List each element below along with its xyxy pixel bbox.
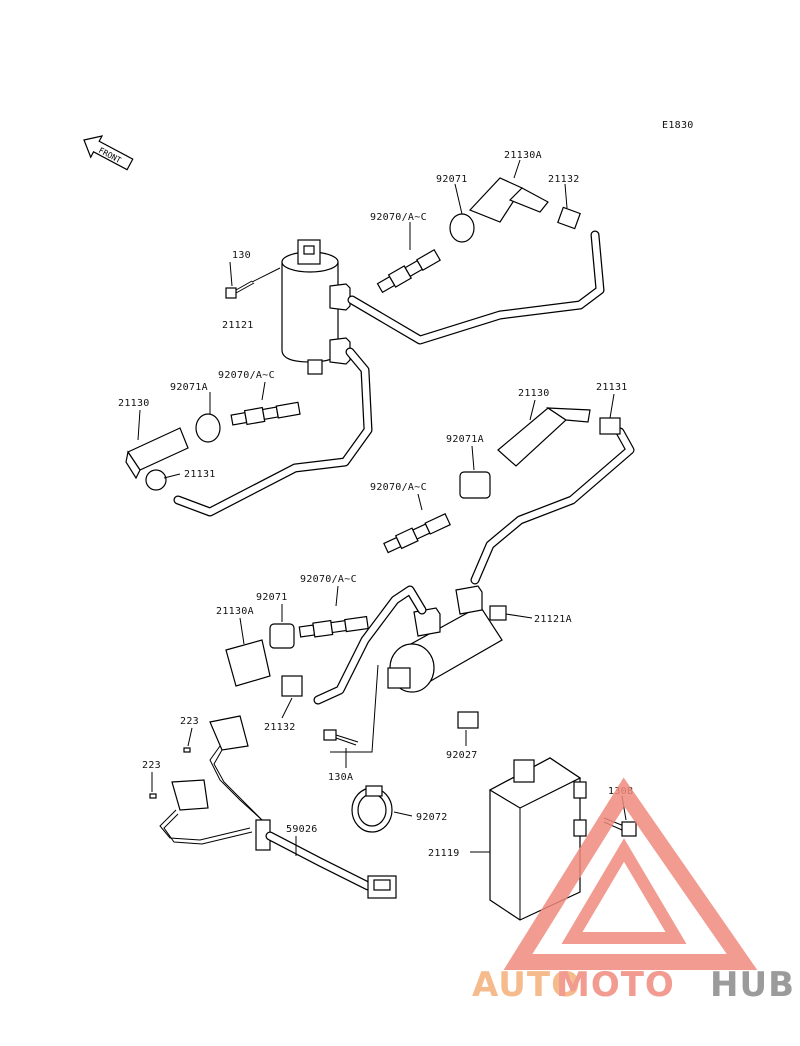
cap-92071A-right [459, 471, 491, 499]
igniter-21119 [488, 757, 587, 921]
cap-92071-mid [269, 623, 295, 649]
cover-21132-mid [281, 675, 303, 697]
label-92070-right: 92070/A~C [370, 482, 427, 493]
label-92070-top: 92070/A~C [370, 212, 427, 223]
cover-21132-top [557, 206, 581, 230]
label-92072: 92072 [416, 812, 448, 823]
label-92071-top: 92071 [436, 174, 468, 185]
label-92070-mid: 92070/A~C [300, 574, 357, 585]
clamp-92072 [351, 785, 393, 833]
label-21130A-top: 21130A [504, 150, 542, 161]
spark-plug-mid [298, 615, 369, 638]
label-21132-mid: 21132 [264, 722, 296, 733]
bolt-130 [225, 280, 255, 299]
pickup-coil [149, 715, 249, 811]
label-21132-top: 21132 [548, 174, 580, 185]
cover-21131-left [145, 469, 167, 491]
leader-lines [137, 159, 627, 856]
cover-21131-right [599, 417, 621, 435]
label-21121A: 21121A [534, 614, 572, 625]
watermark-moto: MOTO [556, 965, 675, 1005]
label-21131-left: 21131 [184, 469, 216, 480]
diagram-code: E1830 [662, 120, 694, 131]
plug-cap-21130-right [497, 407, 567, 467]
label-130A: 130A [328, 772, 353, 783]
plug-cap-21130-left [127, 427, 189, 471]
label-92027: 92027 [446, 750, 478, 761]
label-21119: 21119 [428, 848, 460, 859]
watermark-hub: HUB [710, 965, 795, 1005]
label-92071-mid: 92071 [256, 592, 288, 603]
ignition-coil-21121 [281, 239, 351, 375]
plug-cap-21130A-mid [225, 639, 271, 687]
cap-92071-top [449, 213, 475, 243]
label-59026: 59026 [286, 824, 318, 835]
spark-plug-top [376, 248, 441, 294]
label-92070-left: 92070/A~C [218, 370, 275, 381]
spark-plug-left [230, 401, 301, 426]
label-92071A-left: 92071A [170, 382, 208, 393]
label-21130A-mid: 21130A [216, 606, 254, 617]
label-223-a: 223 [180, 716, 199, 727]
front-arrow-icon: FRONT [83, 135, 134, 171]
ignition-coil-21121A [387, 585, 507, 693]
label-21130-left: 21130 [118, 398, 150, 409]
collar-92027 [457, 711, 479, 729]
label-223-b: 223 [142, 760, 161, 771]
cap-92071A-left [195, 413, 221, 443]
label-21131-right: 21131 [596, 382, 628, 393]
automotohub-watermark-logo: AUTO MOTO HUB [472, 777, 795, 1005]
bolt-130A [323, 729, 359, 746]
spark-plug-right [383, 513, 451, 554]
label-21130-right: 21130 [518, 388, 550, 399]
watermark-auto: AUTO [472, 965, 581, 1005]
label-92071A-right: 92071A [446, 434, 484, 445]
label-130: 130 [232, 250, 251, 261]
label-21121: 21121 [222, 320, 254, 331]
